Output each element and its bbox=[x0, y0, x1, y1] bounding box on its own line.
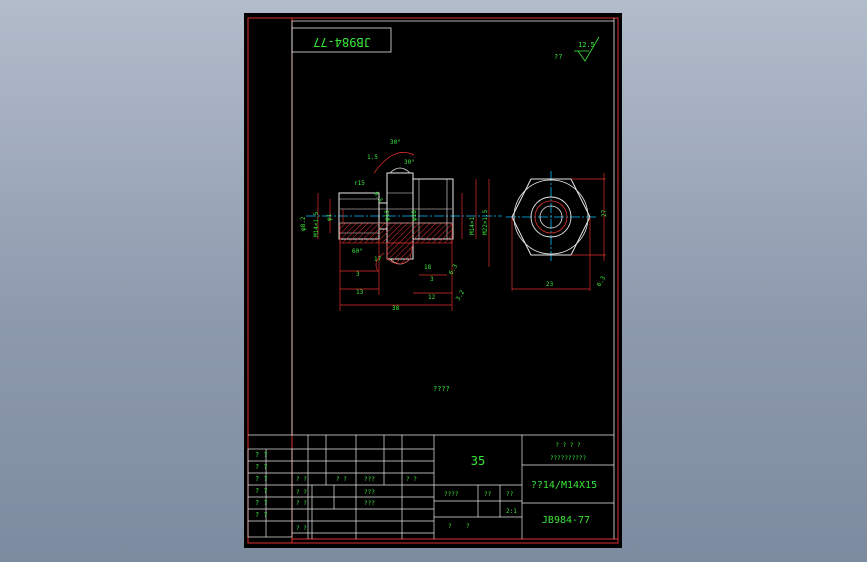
dim-phi-left: φ8.2 bbox=[300, 216, 307, 231]
tb-grid-label-5: ??? bbox=[364, 489, 375, 496]
tb-sheet-a: ? bbox=[448, 523, 452, 530]
dim-chamfer: 1.5 bbox=[367, 154, 378, 161]
tb-grid-label-2: ? ? bbox=[296, 489, 307, 496]
code-box-text: JB984-77 bbox=[313, 35, 371, 49]
tb-grid-label-7: ??? bbox=[364, 500, 375, 507]
dim-phi-bore: φ13 bbox=[384, 210, 391, 221]
roughness-label: ?? bbox=[554, 53, 562, 61]
tb-drawing-no: JB984-77 bbox=[542, 515, 590, 526]
tb-wt: ?? bbox=[506, 491, 514, 498]
dim-radius: r15 bbox=[354, 180, 365, 187]
dim-angle-mid: 30° bbox=[404, 159, 415, 166]
dim-ra-a: 6.3 bbox=[448, 263, 460, 276]
tb-grid-label-9: ? ? bbox=[296, 525, 307, 532]
drawing-sheet: JB984-77 ?? 12.5 bbox=[244, 13, 622, 548]
part-section-view bbox=[306, 167, 502, 265]
dim-thread-right2: M22×1.5 bbox=[482, 209, 489, 235]
tb-part-name: ??14/M14X15 bbox=[531, 480, 597, 491]
tb-left-label-5: ? ? bbox=[255, 499, 268, 507]
tb-ratio: 2:1 bbox=[506, 508, 517, 515]
roughness-value: 12.5 bbox=[578, 41, 595, 49]
tb-material: ???? bbox=[444, 491, 459, 498]
dim-ra-b: 3.2 bbox=[455, 289, 467, 302]
part-end-view bbox=[506, 171, 596, 263]
dim-3a: 3 bbox=[356, 271, 360, 278]
tb-sheet-b: ? bbox=[466, 523, 470, 530]
dim-38: 38 bbox=[392, 305, 400, 312]
dim-angle-bottom: 60° bbox=[352, 248, 363, 255]
dim-thread-right: M14×1 bbox=[469, 217, 476, 235]
tb-qty: ?? bbox=[484, 491, 492, 498]
dim-hex-height: 27 bbox=[601, 209, 608, 217]
dim-angle-top: 30° bbox=[390, 139, 401, 146]
dim-18: 18 bbox=[424, 264, 432, 271]
tb-company2: ?????????? bbox=[550, 455, 587, 462]
tb-left-label-1: ? ? bbox=[255, 451, 268, 459]
dim-17: 17 bbox=[374, 256, 382, 263]
notes-text: ???? bbox=[433, 385, 450, 393]
title-block-grid bbox=[247, 434, 614, 539]
tb-left-label-3: ? ? bbox=[255, 475, 268, 483]
tb-grid-label-8: ? ? bbox=[296, 500, 307, 507]
dim-hex-width: 23 bbox=[546, 281, 554, 288]
tb-grid-label-4: ??? bbox=[364, 476, 375, 483]
dim-ra-c: 6.3 bbox=[372, 191, 384, 204]
tb-grid-label-3: ? ? bbox=[336, 476, 347, 483]
section-hatch bbox=[339, 222, 453, 244]
dim-ra-d: 6.3 bbox=[596, 275, 608, 288]
roughness-symbol bbox=[577, 36, 600, 62]
tb-left-label-4: ? ? bbox=[255, 487, 268, 495]
code-box bbox=[291, 27, 392, 53]
dim-13: 13 bbox=[356, 289, 364, 296]
tb-scale: 35 bbox=[471, 454, 485, 468]
dim-thread-left: M14×1.5 bbox=[313, 211, 320, 237]
tb-grid-label-1: ? ? bbox=[296, 476, 307, 483]
dim-12: 12 bbox=[428, 294, 436, 301]
dim-phi-small: φ1 bbox=[326, 213, 333, 221]
tb-left-label-6: ? ? bbox=[255, 511, 268, 519]
tb-grid-label-6: ? ? bbox=[406, 476, 417, 483]
drawing-canvas: JB984-77 ?? 12.5 bbox=[247, 17, 619, 544]
dimension-lines bbox=[317, 152, 490, 311]
tb-left-label-2: ? ? bbox=[255, 463, 268, 471]
dim-phi-bore2: φ16 bbox=[411, 210, 418, 221]
outer-frame bbox=[247, 17, 619, 544]
dim-3b: 3 bbox=[430, 276, 434, 283]
tb-company: ? ? ? ? bbox=[555, 442, 581, 449]
